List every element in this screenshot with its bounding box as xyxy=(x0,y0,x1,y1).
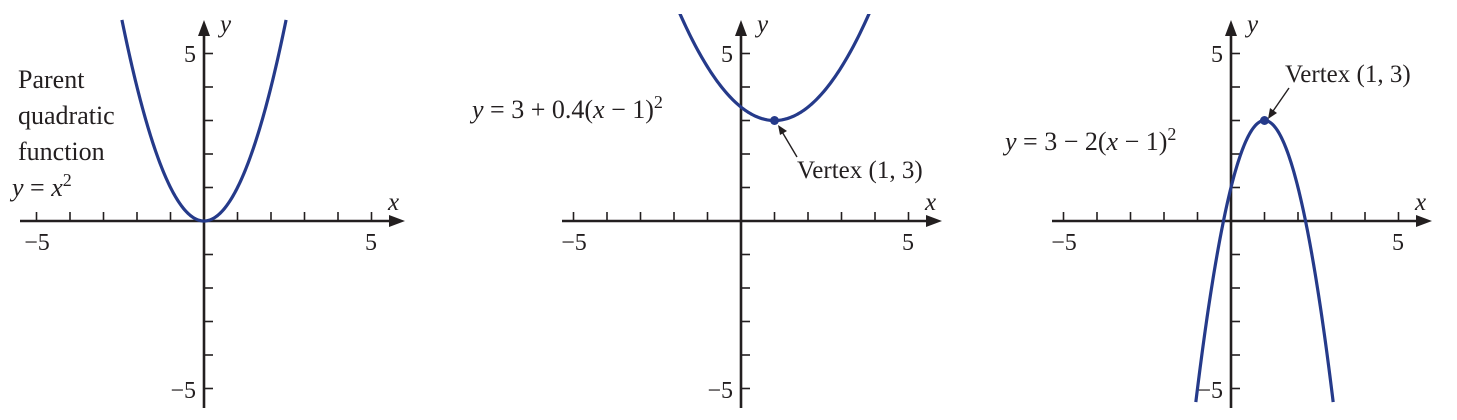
x-tick-label-min: −5 xyxy=(24,230,50,256)
caption-line-2: quadratic xyxy=(18,101,115,130)
y-axis-label: y xyxy=(754,11,769,38)
x-axis-label: x xyxy=(1414,189,1426,216)
x-axis-arrowhead xyxy=(389,215,405,227)
equation-label: y = 3 + 0.4(x − 1)2 xyxy=(469,92,663,124)
chart-panel-downward-parabola: Vertex (1, 3) y x −5 5 5 −5 y = 3 − 2(x … xyxy=(1002,11,1432,408)
vertex-label: Vertex (1, 3) xyxy=(1285,61,1411,88)
caption-line-1: Parent xyxy=(18,65,85,94)
x-axis-label: x xyxy=(924,189,936,216)
parabola-curve xyxy=(120,19,288,223)
y-tick-label-max: 5 xyxy=(1211,42,1223,68)
x-tick-label-max: 5 xyxy=(365,230,377,256)
x-axis-label: x xyxy=(387,189,399,216)
equation-label: y = x2 xyxy=(9,170,72,202)
vertex-point xyxy=(770,116,779,125)
vertex-callout-arrow xyxy=(778,125,798,158)
axes-and-ticks xyxy=(562,20,942,408)
y-tick-label-min: −5 xyxy=(707,378,733,404)
vertex-point xyxy=(1260,116,1269,125)
y-tick-label-min: −5 xyxy=(170,378,196,404)
y-axis-arrowhead xyxy=(198,20,210,36)
y-axis-arrowhead xyxy=(735,20,747,36)
x-axis-arrowhead xyxy=(926,215,942,227)
caption-line-3: function xyxy=(18,137,105,166)
parabola-curve xyxy=(678,14,871,123)
x-tick-label-min: −5 xyxy=(561,230,587,256)
y-axis-arrowhead xyxy=(1225,20,1237,36)
y-axis-label: y xyxy=(1244,11,1259,38)
y-tick-label-max: 5 xyxy=(721,42,733,68)
y-tick-label-min: −5 xyxy=(1197,378,1223,404)
y-tick-label-max: 5 xyxy=(184,42,196,68)
x-tick-label-min: −5 xyxy=(1051,230,1077,256)
x-axis-arrowhead xyxy=(1416,215,1432,227)
x-tick-label-max: 5 xyxy=(902,230,914,256)
axes-and-ticks xyxy=(1052,20,1432,408)
vertex-callout-arrow xyxy=(1268,87,1290,119)
x-tick-label-max: 5 xyxy=(1392,230,1404,256)
parabola-curve xyxy=(1194,118,1335,403)
chart-panel-upward-parabola: Vertex (1, 3) y x −5 5 5 −5 y = 3 + 0.4(… xyxy=(469,11,942,408)
vertex-label: Vertex (1, 3) xyxy=(797,157,923,184)
chart-panel-parent-function: y x −5 5 5 −5 Parent quadratic function … xyxy=(9,11,405,408)
equation-label: y = 3 − 2(x − 1)2 xyxy=(1002,124,1176,156)
y-axis-label: y xyxy=(217,11,232,38)
